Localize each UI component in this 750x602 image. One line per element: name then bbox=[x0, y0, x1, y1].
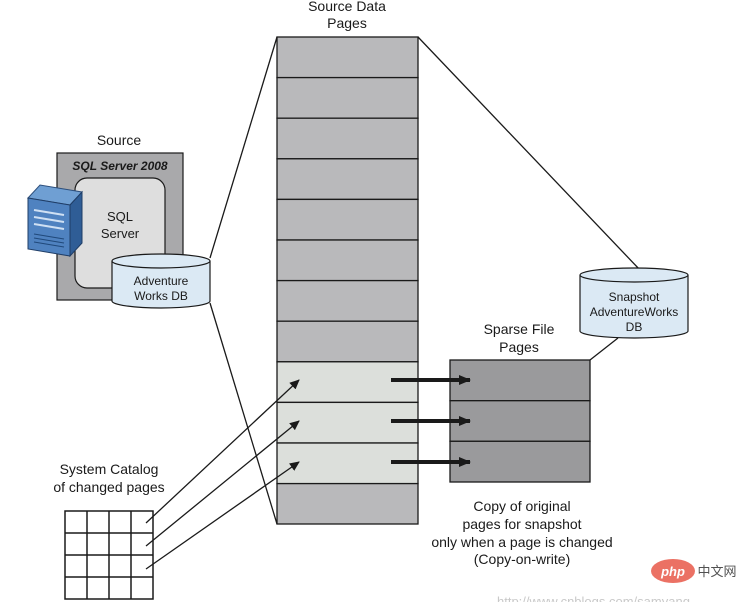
sql-server-label-line1: SQL bbox=[107, 209, 133, 224]
source-data-title-line2: Pages bbox=[327, 15, 367, 31]
snapshot-db-label-line3: DB bbox=[626, 320, 643, 334]
watermark-url: http://www.cnblogs.com/samyang bbox=[497, 594, 690, 602]
source-page-changed-1 bbox=[276, 361, 419, 404]
php-logo-text: php bbox=[660, 564, 685, 579]
php-logo bbox=[651, 559, 695, 583]
server-icon bbox=[27, 184, 83, 258]
adventure-works-db-label-line1: Adventure bbox=[134, 274, 189, 288]
source-data-pages bbox=[276, 36, 419, 525]
source-page-8 bbox=[276, 320, 419, 363]
expand-line-top-left bbox=[209, 36, 278, 259]
expand-line-bottom-left bbox=[209, 302, 278, 525]
system-catalog-title-line2: of changed pages bbox=[53, 479, 164, 495]
snapshot-connector-top bbox=[417, 36, 641, 271]
watermark: php 中文网 bbox=[651, 559, 737, 583]
source-page-12 bbox=[276, 482, 419, 525]
snapshot-db-label-line1: Snapshot bbox=[609, 290, 660, 304]
sparse-file-title-line2: Pages bbox=[499, 339, 539, 355]
copy-note-line3: only when a page is changed bbox=[431, 534, 612, 550]
source-page-3 bbox=[276, 117, 419, 160]
copy-note-line4: (Copy-on-write) bbox=[474, 551, 570, 567]
source-page-2 bbox=[276, 76, 419, 119]
snapshot-connector-bottom bbox=[589, 337, 619, 361]
sparse-file-pages bbox=[449, 359, 591, 483]
sparse-page-2 bbox=[449, 400, 591, 442]
sparse-page-3 bbox=[449, 440, 591, 483]
system-catalog-grid bbox=[64, 510, 154, 600]
system-catalog-title-line1: System Catalog bbox=[60, 461, 159, 477]
php-site-text: 中文网 bbox=[697, 564, 736, 579]
snapshot-db-label-line2: AdventureWorks bbox=[590, 305, 678, 319]
catalog-pointer-3 bbox=[145, 461, 300, 570]
sql-server-label-line2: Server bbox=[101, 226, 140, 241]
source-page-1 bbox=[276, 36, 419, 79]
source-page-4 bbox=[276, 158, 419, 201]
sparse-page-1 bbox=[449, 359, 591, 402]
adventure-works-db-icon bbox=[111, 253, 211, 309]
sparse-file-title-line1: Sparse File bbox=[484, 321, 555, 337]
copy-note-line1: Copy of original bbox=[473, 498, 570, 514]
snapshot-db-icon bbox=[579, 267, 689, 339]
source-page-6 bbox=[276, 239, 419, 282]
adventure-works-db-label-line2: Works DB bbox=[134, 289, 188, 303]
catalog-pointer-2 bbox=[145, 420, 300, 547]
catalog-pointer-1 bbox=[145, 379, 300, 524]
copy-note-line2: pages for snapshot bbox=[462, 516, 581, 532]
source-data-title-line1: Source Data bbox=[308, 0, 386, 14]
source-page-5 bbox=[276, 198, 419, 241]
source-label: Source bbox=[97, 132, 142, 148]
sql-server-2008-label: SQL Server 2008 bbox=[72, 159, 168, 173]
source-page-7 bbox=[276, 279, 419, 322]
